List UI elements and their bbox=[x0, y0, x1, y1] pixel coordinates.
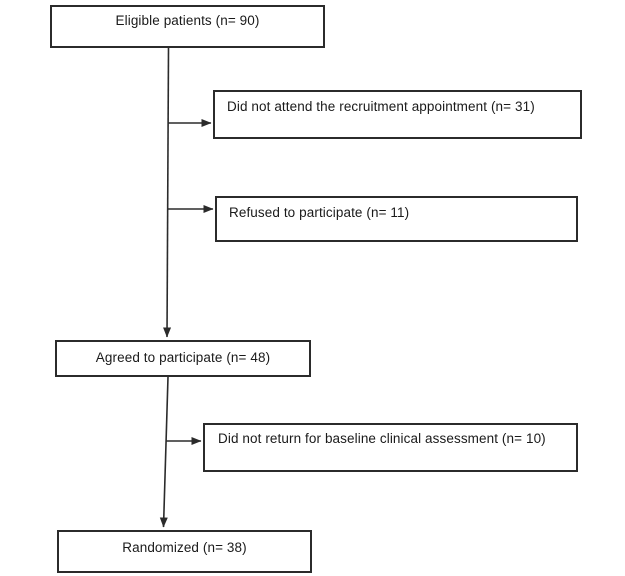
flow-node-label: Agreed to participate (n= 48) bbox=[95, 350, 271, 365]
flow-node-did-not-return: Did not return for baseline clinical ass… bbox=[203, 423, 578, 472]
edge-eligible-to-agreed bbox=[163, 47, 172, 338]
flow-node-label: Did not attend the recruitment appointme… bbox=[227, 99, 535, 114]
flow-node-refused-to-participate: Refused to participate (n= 11) bbox=[215, 196, 578, 242]
flow-node-label: Did not return for baseline clinical ass… bbox=[218, 431, 546, 446]
flow-node-label: Randomized (n= 38) bbox=[122, 540, 247, 555]
flow-node-agreed-to-participate: Agreed to participate (n= 48) bbox=[55, 340, 311, 377]
flow-node-eligible-patients: Eligible patients (n= 90) bbox=[50, 5, 325, 48]
flow-node-label: Eligible patients (n= 90) bbox=[115, 13, 260, 28]
flow-node-randomized: Randomized (n= 38) bbox=[57, 530, 312, 573]
edge-agreed-to-randomized bbox=[159, 376, 169, 528]
flow-node-label: Refused to participate (n= 11) bbox=[229, 205, 410, 220]
flow-node-did-not-attend: Did not attend the recruitment appointme… bbox=[213, 90, 582, 139]
